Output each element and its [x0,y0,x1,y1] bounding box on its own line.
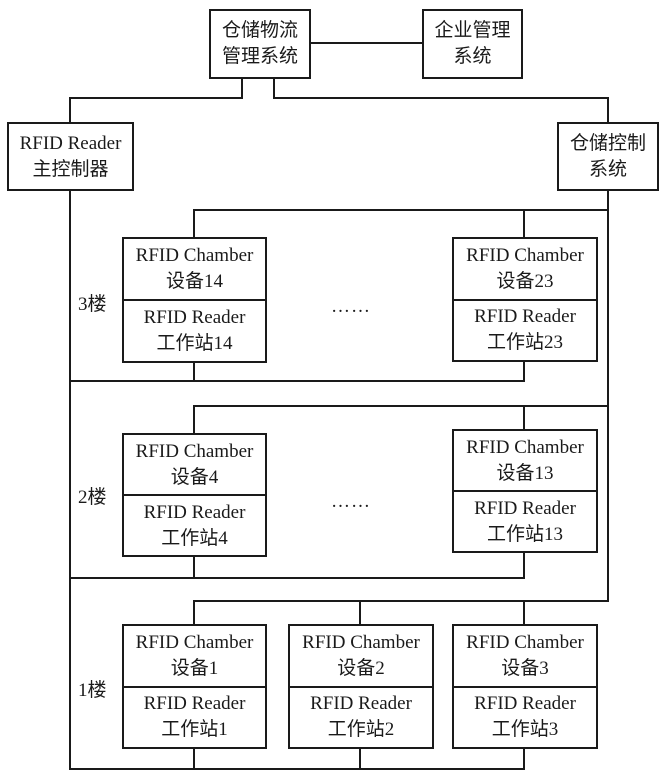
chamber-id: 设备4 [170,466,219,488]
chamber-section: RFID Chamber 设备13 [454,431,596,492]
chamber-title: RFID Chamber [466,631,584,653]
chamber-section: RFID Chamber 设备14 [124,239,265,301]
reader-section: RFID Reader 工作站3 [454,688,596,748]
node-wms: 仓储物流 管理系统 [209,9,311,79]
node-wms-line2: 管理系统 [221,46,298,67]
device-floor1-3: RFID Chamber 设备3 RFID Reader 工作站3 [452,624,598,749]
chamber-title: RFID Chamber [135,245,254,266]
reader-section: RFID Reader 工作站4 [124,496,265,555]
device-floor1-1: RFID Chamber 设备1 RFID Reader 工作站1 [122,624,267,749]
node-reader-master-line1: RFID Reader [19,132,122,154]
reader-title: RFID Reader [143,693,246,715]
node-storage-control-line1: 仓储控制 [569,132,646,154]
reader-title: RFID Reader [474,497,576,519]
chamber-id: 设备1 [170,657,219,679]
chamber-id: 设备13 [496,462,554,484]
node-erp-line2: 系统 [453,46,492,67]
reader-id: 工作站23 [486,332,563,354]
reader-title: RFID Reader [143,307,246,328]
reader-section: RFID Reader 工作站1 [124,688,265,748]
reader-section: RFID Reader 工作站14 [124,301,265,361]
chamber-id: 设备2 [337,657,385,679]
device-floor2-2: RFID Chamber 设备13 RFID Reader 工作站13 [452,429,598,553]
floor-label-2: 2楼 [78,487,107,508]
chamber-section: RFID Chamber 设备3 [454,626,596,688]
chamber-title: RFID Chamber [135,631,254,653]
ellipsis-floor2: …… [331,491,371,512]
reader-id: 工作站14 [156,333,233,354]
ellipsis-floor3: …… [331,296,371,317]
chamber-id: 设备14 [165,271,223,292]
reader-id: 工作站3 [491,719,559,741]
chamber-section: RFID Chamber 设备23 [454,239,596,301]
chamber-title: RFID Chamber [466,244,584,266]
chamber-section: RFID Chamber 设备1 [124,626,265,688]
node-wms-line1: 仓储物流 [221,20,298,41]
reader-title: RFID Reader [474,693,576,715]
chamber-section: RFID Chamber 设备2 [290,626,432,688]
node-erp-line1: 企业管理 [434,20,511,41]
chamber-section: RFID Chamber 设备4 [124,435,265,496]
edge-wms-reader-master [69,77,243,123]
node-erp: 企业管理 系统 [422,9,523,79]
node-storage-control-line2: 系统 [588,158,627,180]
reader-id: 工作站2 [327,719,395,741]
chamber-title: RFID Chamber [466,436,584,458]
reader-title: RFID Reader [143,501,246,523]
reader-title: RFID Reader [474,306,576,328]
node-reader-master: RFID Reader 主控制器 [7,122,134,191]
reader-section: RFID Reader 工作站13 [454,492,596,551]
reader-id: 工作站13 [486,523,563,545]
device-floor1-2: RFID Chamber 设备2 RFID Reader 工作站2 [288,624,434,749]
device-floor3-1: RFID Chamber 设备14 RFID Reader 工作站14 [122,237,267,363]
chamber-id: 设备23 [496,270,554,292]
edge-wms-storage-control [273,77,609,123]
device-floor2-1: RFID Chamber 设备4 RFID Reader 工作站4 [122,433,267,557]
chamber-id: 设备3 [501,657,549,679]
reader-id: 工作站4 [161,527,228,549]
floor-label-1: 1楼 [78,680,107,701]
reader-title: RFID Reader [310,693,412,715]
reader-section: RFID Reader 工作站23 [454,301,596,361]
device-floor3-2: RFID Chamber 设备23 RFID Reader 工作站23 [452,237,598,362]
node-reader-master-line2: 主控制器 [32,158,109,180]
chamber-title: RFID Chamber [135,440,254,462]
reader-section: RFID Reader 工作站2 [290,688,432,748]
floor-label-3: 3楼 [78,294,107,315]
reader-id: 工作站1 [161,719,228,741]
chamber-title: RFID Chamber [302,631,420,653]
node-storage-control: 仓储控制 系统 [557,122,659,191]
